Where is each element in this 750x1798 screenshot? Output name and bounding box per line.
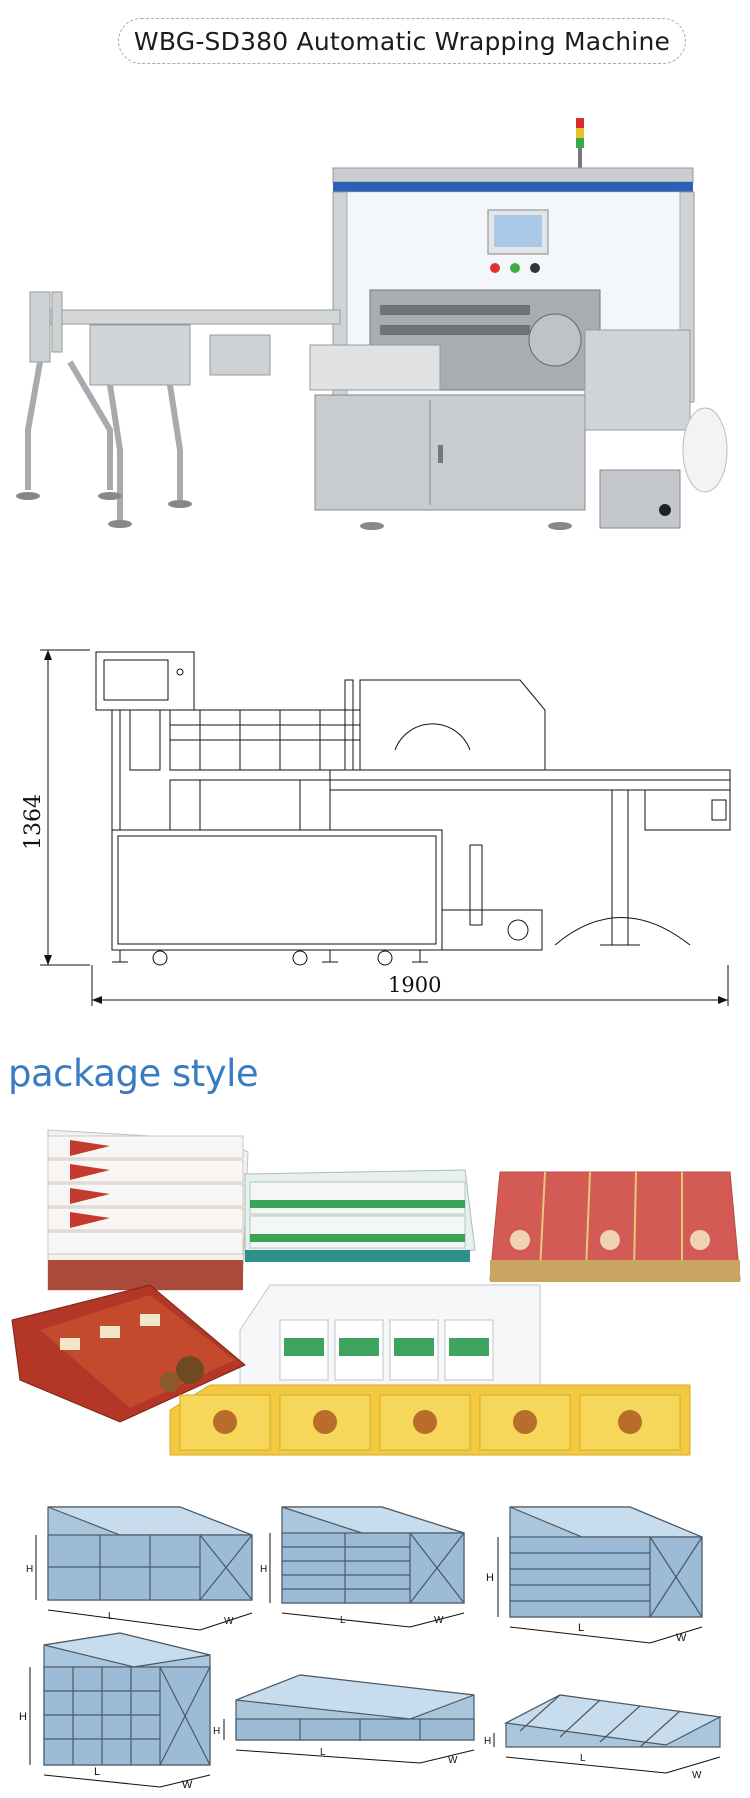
length-label: L — [340, 1615, 346, 1626]
height-dimension-label: 1364 — [21, 794, 46, 850]
height-label: H — [26, 1564, 33, 1575]
height-label: H — [486, 1572, 494, 1584]
height-label: H — [260, 1564, 267, 1575]
width-label: W — [434, 1615, 444, 1626]
length-label: L — [94, 1766, 100, 1778]
height-label: H — [19, 1711, 27, 1723]
length-label: L — [320, 1747, 326, 1758]
width-label: W — [182, 1779, 193, 1791]
width-label: W — [676, 1632, 687, 1644]
package-style-heading: package style — [8, 1052, 259, 1095]
length-label: L — [578, 1622, 584, 1634]
height-label: H — [213, 1726, 220, 1737]
width-label: W — [448, 1755, 458, 1766]
package-dimension-diagrams: H L W H L W H L W H L W H L W H L W — [0, 1495, 750, 1795]
dimension-drawing: 1364 1900 — [0, 640, 750, 1040]
width-label: W — [224, 1616, 234, 1627]
machine-photo — [0, 100, 750, 630]
height-label: H — [484, 1736, 491, 1747]
package-examples — [0, 1120, 750, 1490]
length-label: L — [580, 1753, 586, 1764]
page-title: WBG-SD380 Automatic Wrapping Machine — [118, 18, 686, 64]
width-dimension-label: 1900 — [388, 973, 441, 997]
width-label: W — [692, 1770, 702, 1781]
length-label: L — [108, 1611, 114, 1622]
